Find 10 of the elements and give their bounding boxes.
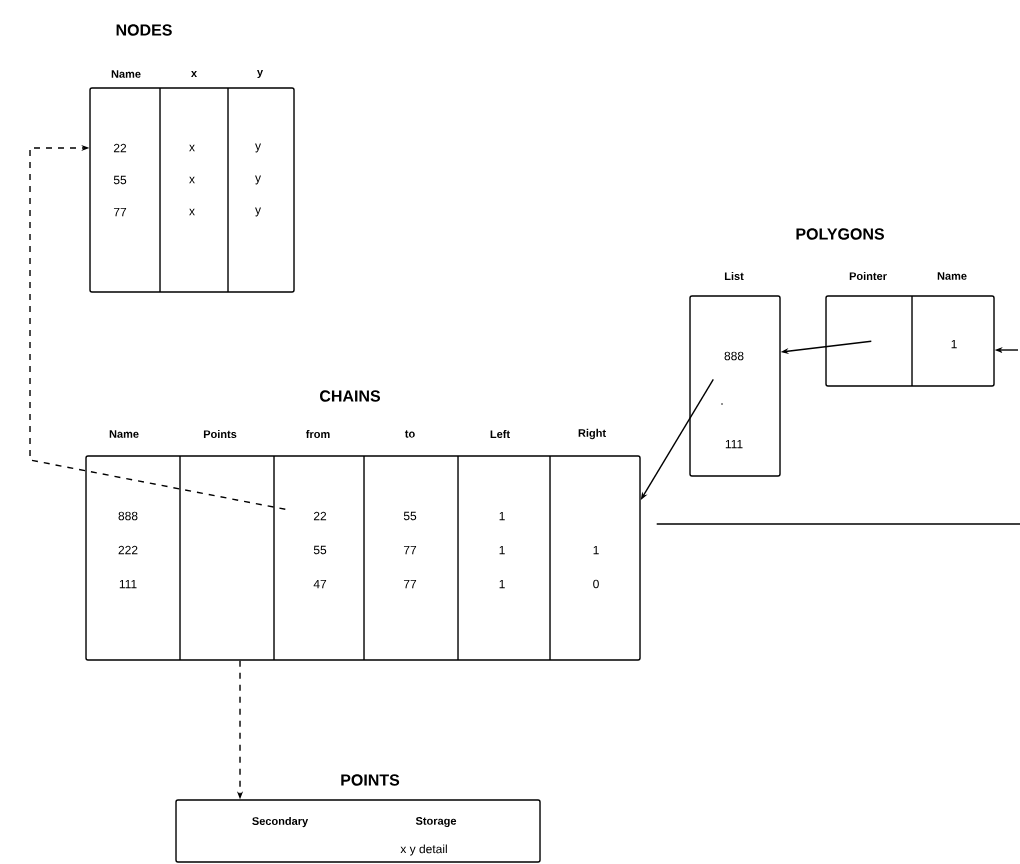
table-box bbox=[89, 87, 295, 293]
table-title: POLYGONS bbox=[796, 228, 884, 240]
table-box bbox=[825, 295, 995, 387]
table-title: CHAINS bbox=[320, 390, 381, 402]
arrow bbox=[29, 144, 286, 510]
table-box bbox=[689, 295, 781, 477]
table-box bbox=[175, 799, 541, 863]
table-title: NODES bbox=[116, 24, 172, 36]
table-title: POINTS bbox=[341, 774, 400, 786]
table-box bbox=[85, 455, 641, 661]
